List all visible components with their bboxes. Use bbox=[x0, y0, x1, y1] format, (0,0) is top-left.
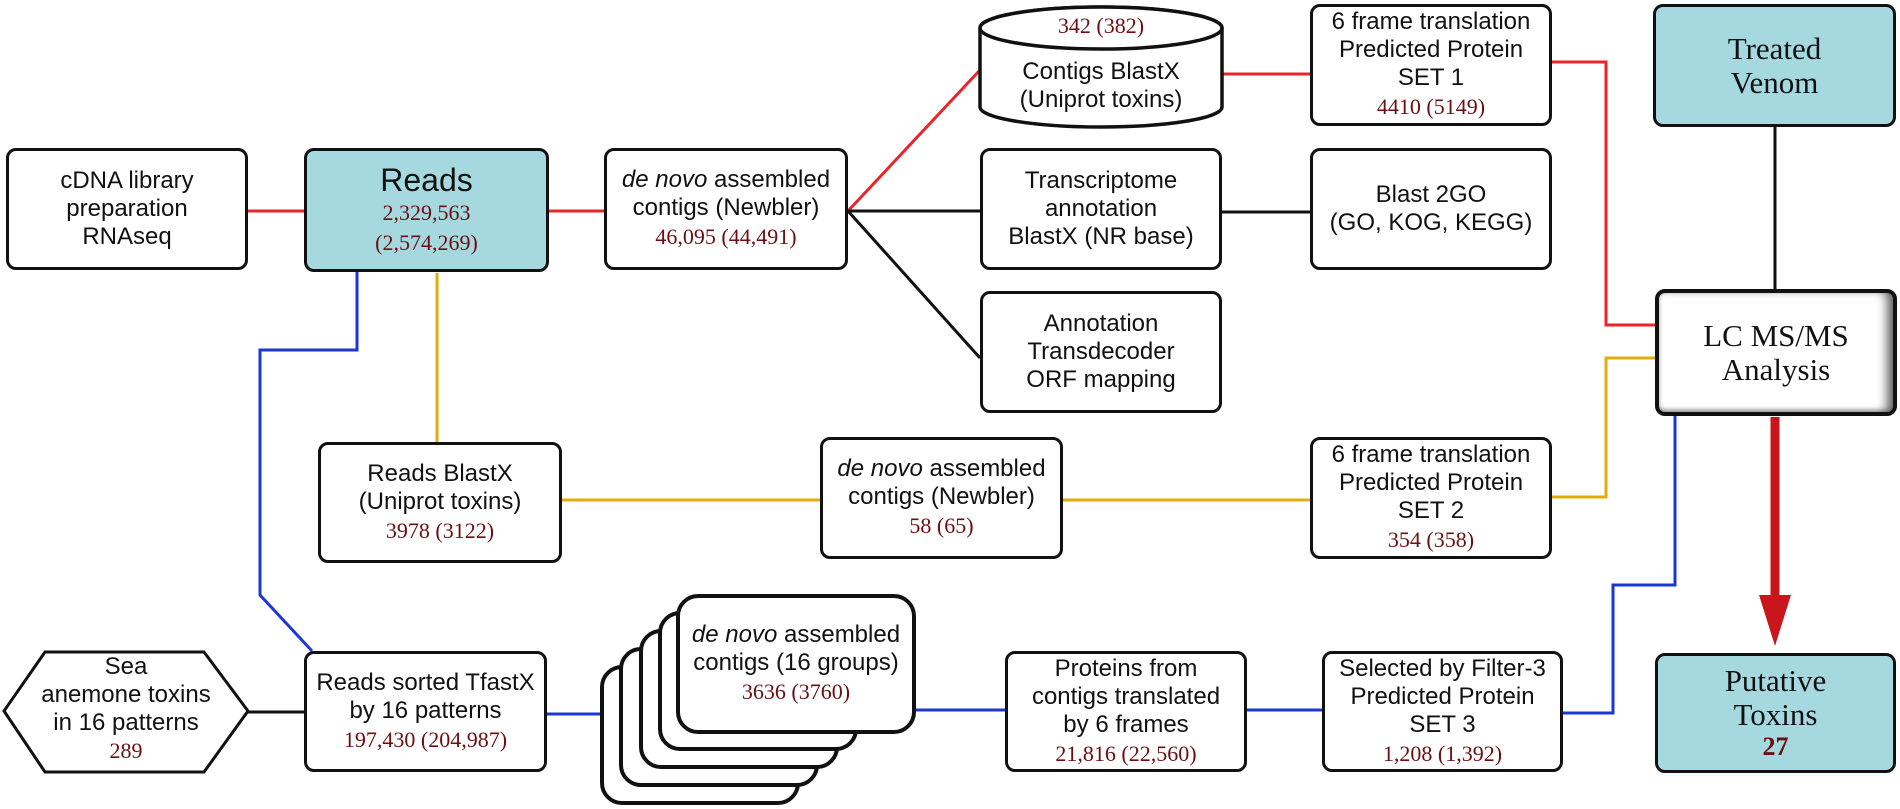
edge-set3-lcms bbox=[1563, 410, 1677, 715]
arrow-lcms-putative-head bbox=[1759, 595, 1791, 646]
edge-set2-lcms bbox=[1552, 356, 1655, 499]
sea-anemone-label: Sea anemone toxins in 16 patterns 289 bbox=[41, 653, 211, 763]
lcms-analysis-node: LC MS/MS Analysis bbox=[1655, 289, 1897, 416]
edge-set1-lcms bbox=[1552, 60, 1655, 327]
blast2go-node: Blast 2GO (GO, KOG, KEGG) bbox=[1310, 148, 1552, 270]
contigs-blastx-cylinder-top bbox=[978, 5, 1224, 51]
predicted-protein-set3-node: Selected by Filter-3 Predicted Protein S… bbox=[1322, 651, 1563, 772]
putative-toxins-node: Putative Toxins 27 bbox=[1655, 653, 1896, 773]
edge-denovo1-contigsblastx bbox=[846, 68, 982, 213]
predicted-protein-set2-node: 6 frame translation Predicted Protein SE… bbox=[1310, 437, 1552, 559]
edge-denovo1-annotation bbox=[846, 209, 982, 360]
sea-anemone-hexagon bbox=[2, 650, 250, 774]
contigs-blastx-count: 342 (382) bbox=[1057, 13, 1145, 38]
denovo-contigs-2-node: de novo assembled contigs (Newbler) 58 (… bbox=[820, 437, 1063, 559]
treated-venom-node: Treated Venom bbox=[1653, 4, 1896, 127]
reads-tfastx-node: Reads sorted TfastX by 16 patterns 197,4… bbox=[304, 651, 547, 772]
edge-reads-tfastx bbox=[258, 272, 359, 653]
proteins-6frames-node: Proteins from contigs translated by 6 fr… bbox=[1005, 651, 1247, 772]
reads-blastx-node: Reads BlastX (Uniprot toxins) 3978 (3122… bbox=[318, 442, 562, 563]
contigs-blastx-label: Contigs BlastX (Uniprot toxins) bbox=[1019, 58, 1183, 113]
predicted-protein-set1-node: 6 frame translation Predicted Protein SE… bbox=[1310, 4, 1552, 126]
transdecoder-annotation-node: Annotation Transdecoder ORF mapping bbox=[980, 291, 1222, 413]
reads-node: Reads 2,329,563 (2,574,269) bbox=[304, 148, 549, 272]
transcriptome-annotation-node: Transcriptome annotation BlastX (NR base… bbox=[980, 148, 1222, 270]
cdna-library-node: cDNA library preparation RNAseq bbox=[6, 148, 248, 270]
denovo-contigs-node: de novo assembled contigs (Newbler) 46,0… bbox=[604, 148, 848, 270]
denovo-16groups-node: de novo assembled contigs (16 groups) 36… bbox=[676, 594, 916, 734]
